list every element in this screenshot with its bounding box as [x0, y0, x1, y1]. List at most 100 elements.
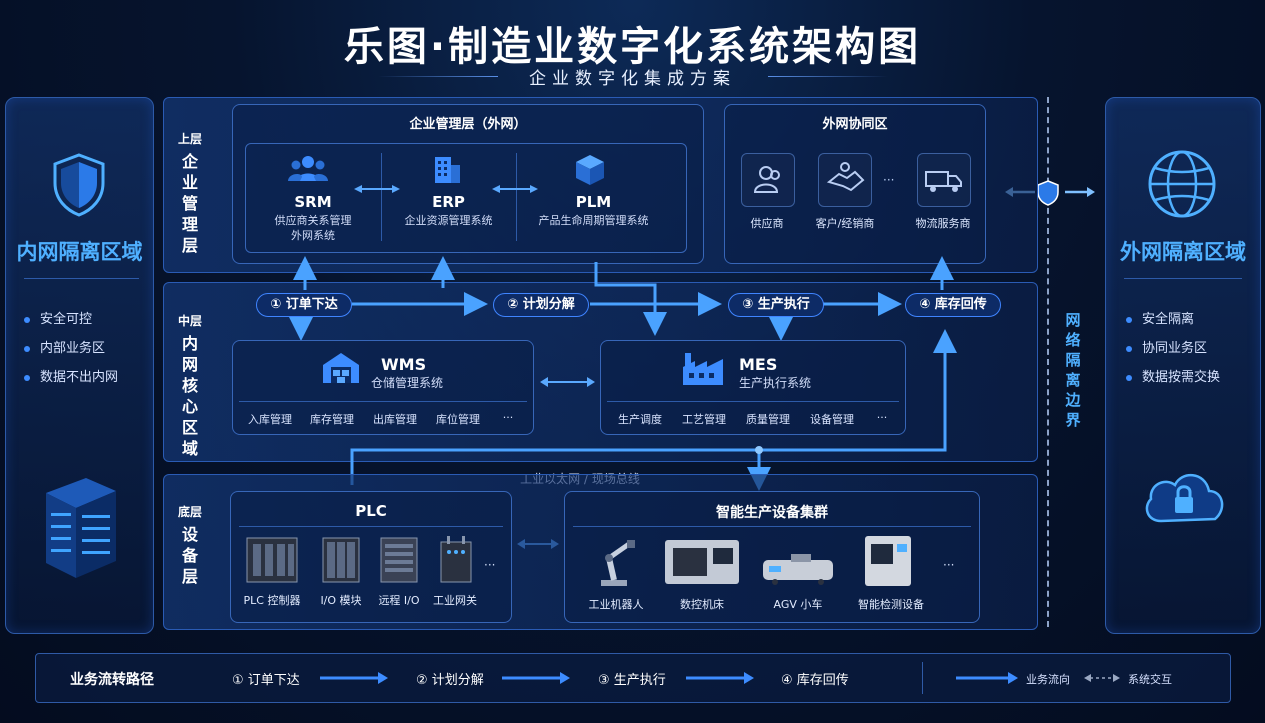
mes-sub: 工艺管理: [682, 413, 726, 426]
step-order: ① 订单下达: [256, 293, 352, 317]
mes-sub: 质量管理: [746, 413, 790, 426]
internal-zone-item: 安全可控: [24, 308, 92, 327]
legend-arrows: [320, 672, 1120, 684]
boundary-label: 网络隔离边界: [1065, 311, 1081, 429]
wms-sub: 出库管理: [373, 413, 417, 426]
mes-box: MES 生产执行系统 生产调度 工艺管理 质量管理 设备管理 ···: [600, 340, 906, 435]
external-zone-item: 安全隔离: [1126, 308, 1194, 327]
equipment-label: AGV 小车: [773, 598, 823, 611]
external-zone-item: 数据按需交换: [1126, 366, 1220, 385]
external-collab-title: 外网协同区: [822, 117, 888, 132]
partner-more: ···: [883, 173, 895, 187]
plc-more: ···: [484, 558, 496, 572]
wms-name: WMS: [381, 355, 427, 374]
enterprise-mgmt-title: 企业管理层（外网）: [409, 117, 527, 132]
plc-device-label: I/O 模块: [320, 594, 362, 607]
smart-equipment-title: 智能生产设备集群: [716, 505, 828, 521]
partner-customer: 客户/经销商: [815, 217, 875, 230]
internal-zone-item: 内部业务区: [24, 337, 105, 356]
server-rack-illustration: [36, 463, 126, 587]
partner-logistics: 物流服务商: [915, 217, 971, 230]
cube-icon: [573, 153, 607, 191]
supplier-icon: [741, 153, 795, 207]
inspection-device-icon: [861, 534, 915, 592]
mes-name: MES: [739, 355, 778, 374]
plc-device-label: PLC 控制器: [243, 594, 301, 607]
handshake-icon: [818, 153, 872, 207]
upper-layer-label: 上层 企 业 管 理 层: [177, 132, 202, 255]
plm-name: PLM: [575, 193, 612, 211]
cloud-lock-icon: [1141, 463, 1227, 537]
external-zone-title: 外网隔离区域: [1120, 240, 1246, 264]
warehouse-icon: [321, 351, 361, 389]
people-icon: [288, 153, 328, 187]
divider: [1124, 278, 1242, 279]
shield-icon: [51, 153, 107, 221]
plc-device-label: 远程 I/O: [378, 594, 420, 607]
plc-title: PLC: [355, 502, 387, 520]
building-icon: [431, 153, 463, 189]
internal-zone-title: 内网隔离区域: [16, 240, 143, 264]
legend-step: ④ 库存回传: [781, 673, 849, 688]
divider: [24, 278, 139, 279]
legend-step: ① 订单下达: [232, 673, 300, 688]
page-subtitle: 企业数字化集成方案: [529, 69, 736, 89]
internal-zone-item: 数据不出内网: [24, 366, 118, 385]
agv-icon: [761, 554, 835, 590]
srm-desc-2: 外网系统: [291, 229, 335, 242]
step-execute: ③ 生产执行: [728, 293, 824, 317]
mes-sub: 生产调度: [618, 413, 662, 426]
step-plan: ② 计划分解: [493, 293, 589, 317]
equipment-label: 工业机器人: [588, 598, 644, 611]
truck-icon: [917, 153, 971, 207]
legend-step: ② 计划分解: [416, 673, 484, 688]
gateway-icon: [439, 536, 473, 588]
external-collab-box: 外网协同区 供应商 客户/经销商 ··· 物流服务商: [724, 104, 986, 264]
wms-sub: 入库管理: [248, 413, 292, 426]
equipment-more: ···: [943, 558, 955, 572]
enterprise-mgmt-box: 企业管理层（外网） SRM 供应商关系管理 外网系统 ERP 企业资源管理系统 …: [232, 104, 704, 264]
plc-controller-icon: [245, 536, 299, 588]
wms-sub: 库存管理: [310, 413, 354, 426]
equipment-label: 智能检测设备: [858, 598, 924, 611]
wms-desc: 仓储管理系统: [371, 376, 444, 390]
io-module-icon: [321, 536, 361, 588]
plc-device-label: 工业网关: [433, 594, 477, 607]
middle-layer-label: 中层 内 网 核 心 区 域: [177, 314, 202, 458]
mes-sub: 设备管理: [810, 413, 854, 426]
wms-sub-more: ···: [502, 411, 514, 424]
cnc-machine-icon: [663, 536, 741, 590]
boundary-shield-icon: [1037, 180, 1059, 210]
legend-step: ③ 生产执行: [598, 673, 666, 688]
external-zone-item: 协同业务区: [1126, 337, 1207, 356]
factory-icon: [681, 349, 725, 391]
plm-desc: 产品生命周期管理系统: [538, 214, 649, 227]
page-title: 乐图·制造业数字化系统架构图: [343, 24, 922, 70]
mes-desc: 生产执行系统: [739, 376, 812, 390]
legend-title: 业务流转路径: [70, 672, 154, 688]
wms-box: WMS 仓储管理系统 入库管理 库存管理 出库管理 库位管理 ···: [232, 340, 534, 435]
srm-desc: 供应商关系管理: [274, 214, 352, 227]
globe-icon: [1146, 148, 1218, 224]
equipment-label: 数控机床: [680, 598, 724, 611]
smart-equipment-box: 智能生产设备集群 ··· 工业机器人 数控机: [564, 491, 980, 623]
srm-name: SRM: [294, 193, 332, 211]
mgmt-systems-frame: [245, 143, 687, 253]
plc-box: PLC ··· PLC 控制器 I/O 模块 远程 I/O 工业网关: [230, 491, 512, 623]
external-zone-panel: 外网隔离区域 安全隔离 协同业务区 数据按需交换: [1105, 97, 1261, 634]
partner-supplier: 供应商: [750, 217, 784, 230]
erp-desc: 企业资源管理系统: [404, 214, 493, 227]
erp-name: ERP: [432, 193, 465, 211]
step-inventory: ④ 库存回传: [905, 293, 1001, 317]
legend-flow: 业务流向: [1026, 673, 1070, 686]
bottom-layer-label: 底层 设 备 层: [177, 505, 202, 586]
network-boundary-line: [1047, 97, 1049, 627]
wms-sub: 库位管理: [436, 413, 480, 426]
mes-sub-more: ···: [876, 411, 888, 424]
remote-io-icon: [379, 536, 419, 588]
legend-interact: 系统交互: [1128, 673, 1172, 686]
robot-arm-icon: [591, 534, 641, 592]
internal-zone-panel: 内网隔离区域 安全可控 内部业务区 数据不出内网: [5, 97, 154, 634]
subtitle-line-left: [378, 76, 498, 77]
legend-bar: 业务流转路径 ① 订单下达 ② 计划分解 ③ 生产执行 ④ 库存回传 业务流向 …: [35, 653, 1231, 703]
